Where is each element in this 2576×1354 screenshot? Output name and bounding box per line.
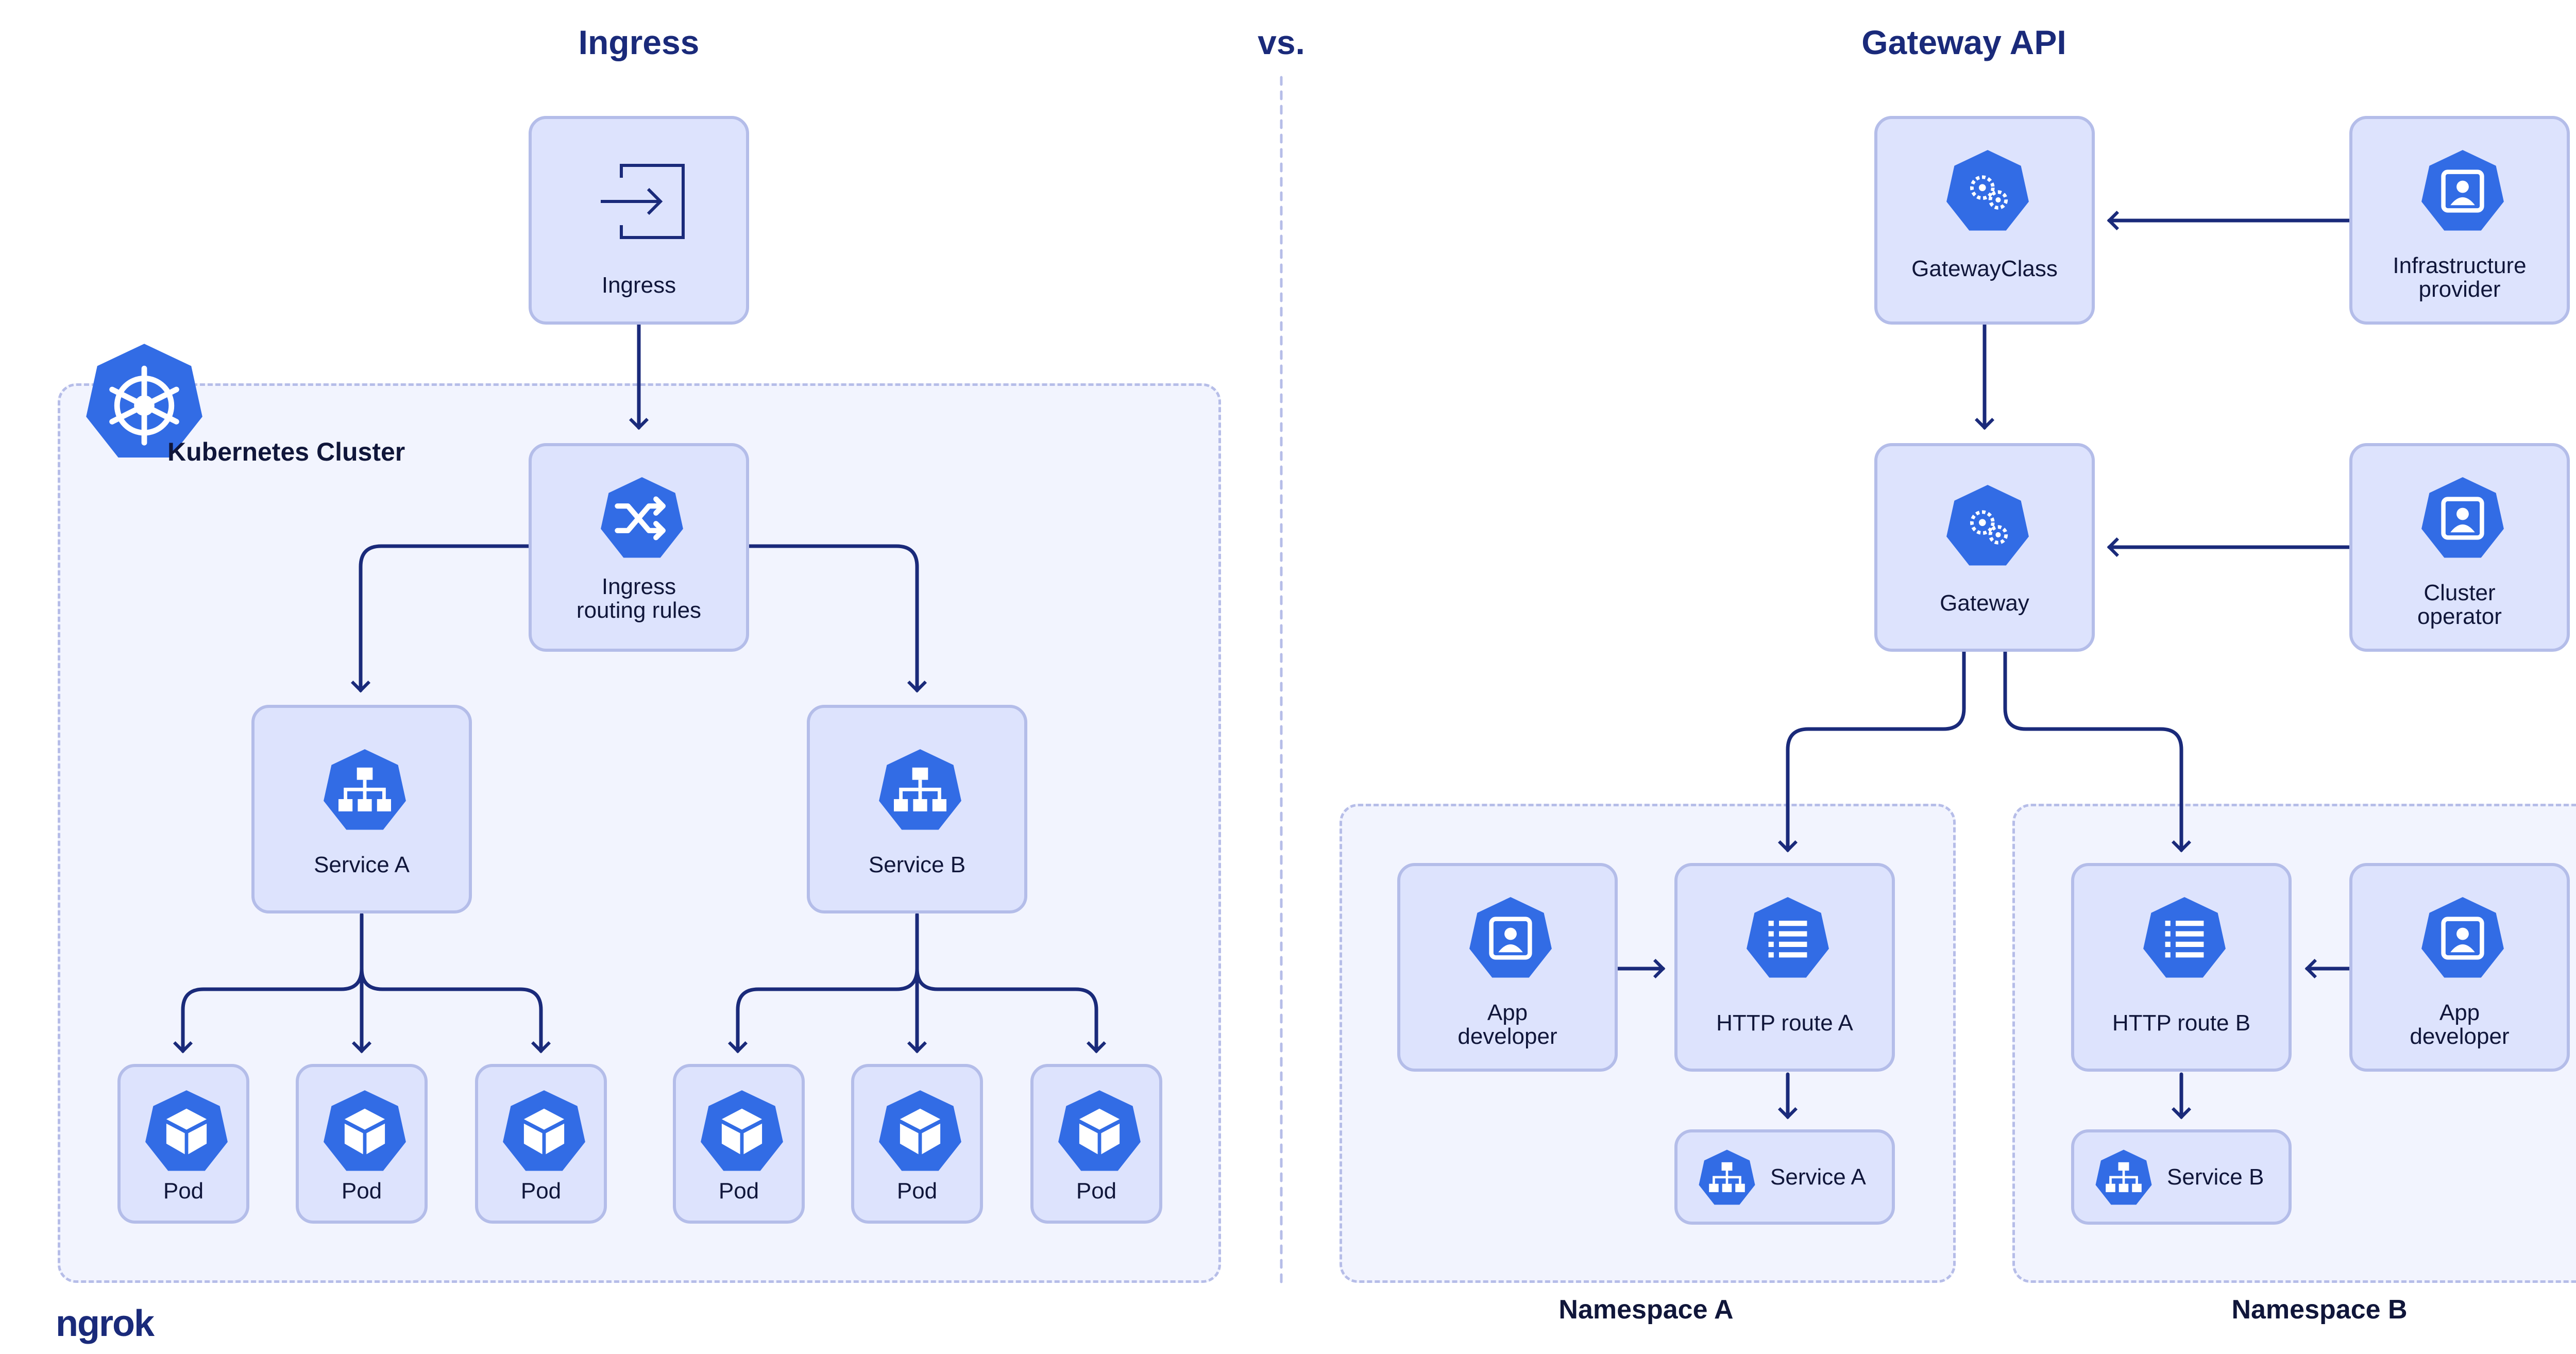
shuffle-icon (601, 477, 683, 558)
person-badge-icon (2421, 897, 2504, 978)
pod-node: Pod (673, 1064, 805, 1224)
http-route-b-node: HTTP route B (2071, 863, 2292, 1072)
cluster-operator-node: Cluster operator (2349, 443, 2570, 652)
ingress-title: Ingress (578, 23, 700, 61)
gears-icon (1946, 485, 2029, 566)
kubernetes-cluster-label: Kubernetes Cluster (167, 437, 405, 466)
kubernetes-icon (86, 344, 202, 458)
pod-node: Pod (475, 1064, 607, 1224)
ingress-routing-label: Ingress routing rules (576, 574, 702, 623)
cube-icon (324, 1090, 406, 1171)
ingress-label: Ingress (601, 273, 676, 298)
sitemap-icon (1699, 1149, 1755, 1205)
cube-icon (1058, 1090, 1141, 1171)
list-icon (1747, 897, 1829, 978)
cluster-operator-label: Cluster operator (2417, 580, 2502, 629)
pod-label: Pod (718, 1178, 759, 1204)
service-b-small-label: Service B (2167, 1164, 2264, 1190)
http-route-b-label: HTTP route B (2112, 1010, 2251, 1036)
service-a-small-node: Service A (1674, 1129, 1895, 1225)
cube-icon (145, 1090, 228, 1171)
sitemap-icon (324, 749, 406, 830)
pod-node: Pod (296, 1064, 428, 1224)
pod-label: Pod (520, 1178, 562, 1204)
http-route-a-label: HTTP route A (1716, 1010, 1853, 1036)
gateway-api-title: Gateway API (1861, 23, 2066, 61)
cube-icon (879, 1090, 961, 1171)
list-icon (2143, 897, 2226, 978)
pod-label: Pod (896, 1178, 938, 1204)
cube-icon (503, 1090, 585, 1171)
pod-label: Pod (1076, 1178, 1117, 1204)
sitemap-icon (2095, 1149, 2152, 1205)
service-b-node: Service B (807, 705, 1027, 913)
pod-node: Pod (1030, 1064, 1162, 1224)
service-a-label: Service A (314, 852, 410, 877)
gears-icon (1946, 150, 2029, 231)
enter-icon (601, 164, 685, 239)
pod-label: Pod (341, 1178, 382, 1204)
app-developer-b-node: App developer (2349, 863, 2570, 1072)
gateway-node: Gateway (1874, 443, 2095, 652)
gateway-label: Gateway (1940, 590, 2029, 616)
ngrok-logo: ngrok (56, 1303, 155, 1344)
pod-node: Pod (117, 1064, 249, 1224)
cube-icon (701, 1090, 783, 1171)
gatewayclass-label: GatewayClass (1911, 256, 2058, 281)
gatewayclass-node: GatewayClass (1874, 116, 2095, 325)
http-route-a-node: HTTP route A (1674, 863, 1895, 1072)
infrastructure-provider-label: Infrastructure provider (2393, 253, 2527, 302)
infrastructure-provider-node: Infrastructure provider (2349, 116, 2570, 325)
ingress-routing-node: Ingress routing rules (529, 443, 749, 652)
person-badge-icon (1469, 897, 1552, 978)
ingress-node: Ingress (529, 116, 749, 325)
service-a-small-label: Service A (1770, 1164, 1866, 1190)
pod-label: Pod (163, 1178, 204, 1204)
vs-title: vs. (1258, 23, 1305, 61)
sitemap-icon (879, 749, 961, 830)
service-b-small-node: Service B (2071, 1129, 2292, 1225)
person-badge-icon (2421, 150, 2504, 231)
service-a-node: Service A (251, 705, 472, 913)
person-badge-icon (2421, 477, 2504, 558)
service-b-label: Service B (868, 852, 966, 877)
pod-node: Pod (851, 1064, 983, 1224)
app-developer-a-node: App developer (1397, 863, 1618, 1072)
namespace-b-caption: Namespace B (2231, 1295, 2408, 1325)
namespace-a-caption: Namespace A (1558, 1295, 1734, 1325)
app-developer-b-label: App developer (2410, 1000, 2510, 1049)
app-developer-a-label: App developer (1458, 1000, 1557, 1049)
